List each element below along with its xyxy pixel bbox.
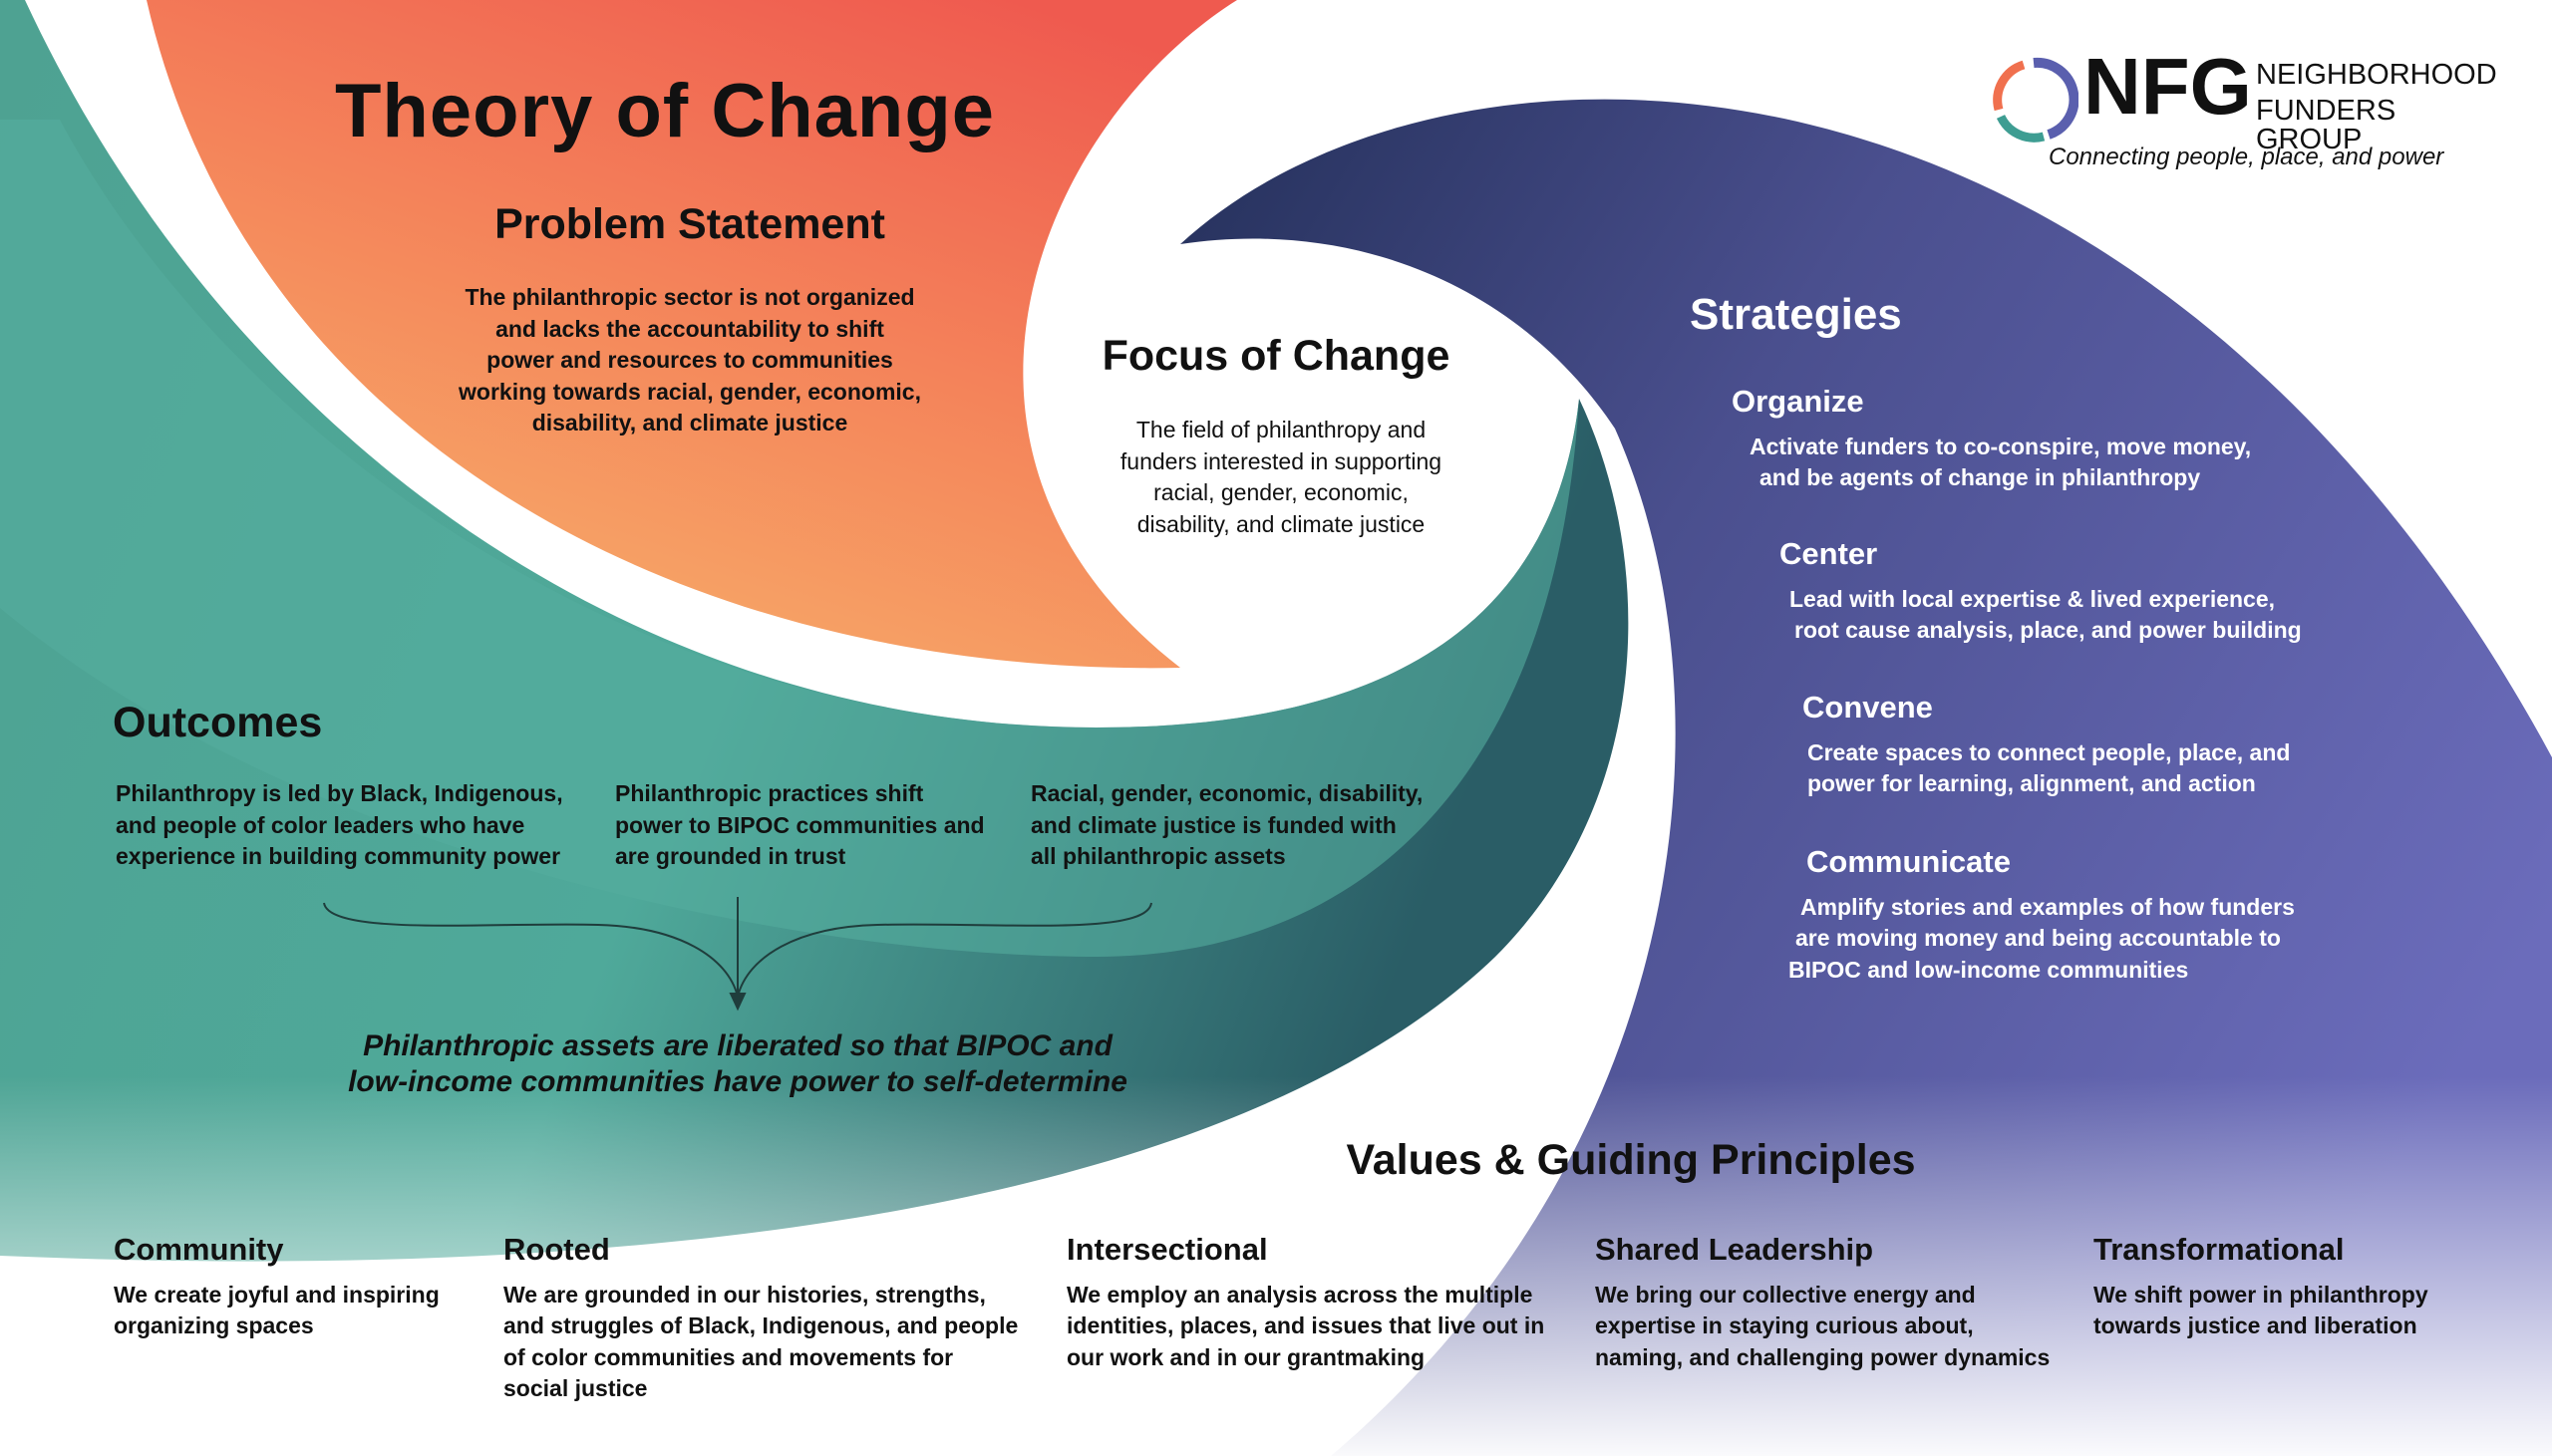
focus-text: The field of philanthropy and funders int… (1027, 415, 1535, 540)
nfg-logo: NFG NEIGHBORHOOD FUNDERS GROUP Connectin… (1989, 47, 2507, 184)
value-name: Rooted (503, 1232, 610, 1267)
strategy-name: Communicate (1806, 844, 2011, 879)
orange-swirl (147, 0, 1237, 669)
strategy-convene: Convene Create spaces to connect people,… (1802, 687, 2290, 800)
value-name: Transformational (2093, 1232, 2345, 1267)
strategy-text: Amplify stories and examples of how fund… (1788, 893, 2295, 983)
text-line: and lacks the accountability to shift (495, 315, 884, 342)
value-transformational: Transformational We shift power in phila… (2093, 1229, 2428, 1342)
value-community: Community We create joyful and inspiring… (114, 1229, 440, 1342)
logo-tagline: Connecting people, place, and power (2049, 144, 2444, 170)
value-rooted: Rooted We are grounded in our histories,… (503, 1229, 1018, 1405)
value-name: Intersectional (1067, 1232, 1268, 1267)
strategy-text: Activate funders to co-conspire, move mo… (1750, 433, 2252, 491)
value-text: We employ an analysis across the multipl… (1067, 1281, 1545, 1370)
value-name: Community (114, 1232, 284, 1267)
outcomes-result: Philanthropic assets are liberated so th… (348, 1029, 1127, 1098)
logo-line1: NEIGHBORHOOD (2256, 59, 2497, 91)
teal-inner-band (0, 120, 1579, 957)
teal-swirl (0, 0, 1629, 1262)
text-line: disability, and climate justice (1136, 510, 1426, 537)
page-title: Theory of Change (335, 69, 996, 153)
text-line: working towards racial, gender, economic… (459, 378, 921, 405)
strategy-name: Convene (1802, 690, 1933, 725)
text-line: disability, and climate justice (531, 410, 848, 436)
logo-line2: FUNDERS GROUP (2256, 95, 2396, 155)
outcome-1: Philanthropy is led by Black, Indigenous… (116, 780, 563, 869)
text-line: funders interested in supporting (1119, 447, 1442, 474)
strategy-organize: Organize Activate funders to co-conspire… (1732, 381, 2251, 494)
strategy-center: Center Lead with local expertise & lived… (1779, 533, 2302, 647)
strategy-name: Organize (1732, 384, 1864, 419)
problem-text: The philanthropic sector is not organize… (391, 282, 989, 439)
text-line: racial, gender, economic, (1153, 479, 1409, 505)
strategy-text: Lead with local expertise & lived experi… (1789, 585, 2302, 644)
outcomes-brace (323, 897, 1152, 1012)
outcome-3: Racial, gender, economic, disability,and… (1031, 780, 1424, 869)
outcomes-heading: Outcomes (113, 699, 323, 746)
logo-mark: NFG (2083, 42, 2252, 131)
value-text: We are grounded in our histories, streng… (503, 1281, 1019, 1402)
strategy-name: Center (1779, 536, 1878, 571)
value-intersectional: Intersectional We employ an analysis acr… (1067, 1229, 1544, 1373)
nfg-ring-icon (1993, 57, 2078, 143)
strategy-text: Create spaces to connect people, place, … (1807, 738, 2291, 797)
bottom-fade (0, 1076, 2552, 1456)
strategies-heading: Strategies (1690, 290, 1902, 339)
focus-heading: Focus of Change (1102, 332, 1450, 380)
problem-heading: Problem Statement (494, 200, 885, 248)
text-line: The field of philanthropy and (1135, 417, 1427, 442)
value-name: Shared Leadership (1595, 1232, 1874, 1267)
strategy-communicate: Communicate Amplify stories and examples… (1788, 841, 2295, 986)
values-heading: Values & Guiding Principles (1346, 1136, 1916, 1184)
text-line: power and resources to communities (486, 347, 893, 373)
value-shared-leadership: Shared Leadership We bring our collectiv… (1595, 1229, 2050, 1373)
text-line: The philanthropic sector is not organize… (465, 284, 915, 310)
